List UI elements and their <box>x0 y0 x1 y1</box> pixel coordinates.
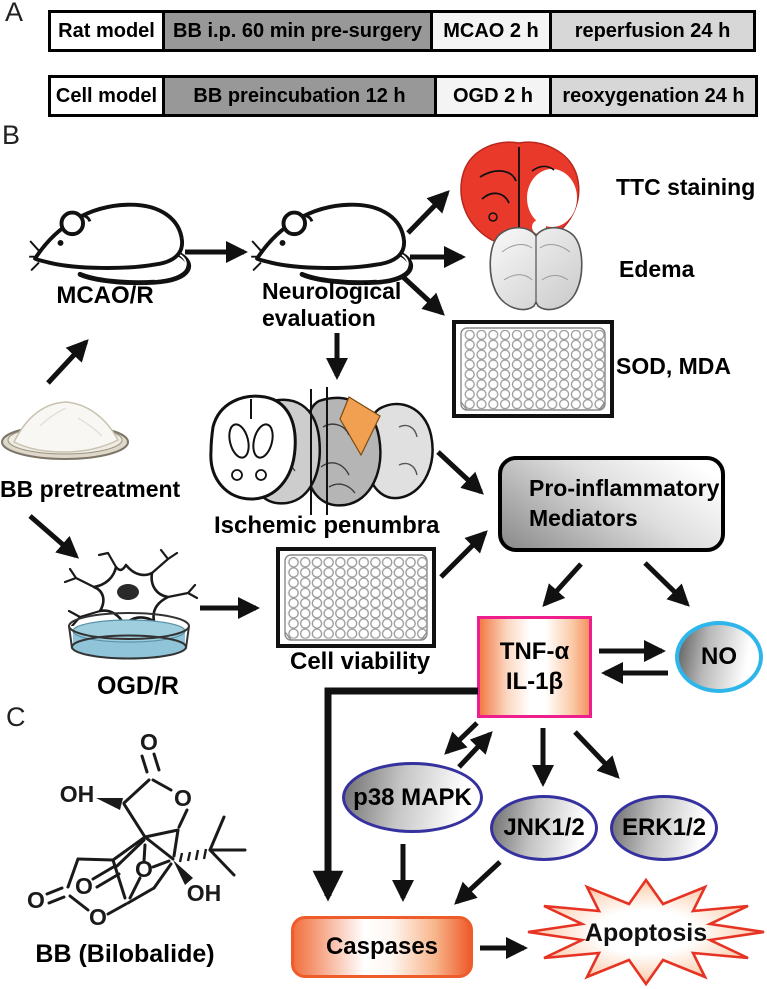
p38-label: p38 MAPK <box>353 783 472 811</box>
arrow-tnf-to-erk <box>573 730 620 779</box>
arrow-penumbra-to-pro <box>436 450 484 495</box>
ogdr-label: OGD/R <box>97 672 179 700</box>
mediators-label: Mediators <box>529 505 638 531</box>
atom-oh: OH <box>60 781 95 807</box>
arrow-jnk-to-caspases <box>454 860 502 905</box>
jnk-oval: JNK1/2 <box>490 795 598 861</box>
panel-c-label: C <box>6 702 26 732</box>
rat-icon <box>250 192 414 290</box>
cell-viability-label: Cell viability <box>290 648 431 675</box>
mcaor-label: MCAO/R <box>56 282 154 309</box>
edema-brain-icon <box>489 226 583 311</box>
brain-sections-icon <box>209 387 434 515</box>
timeline-cell: reoxygenation 24 h <box>549 75 758 117</box>
tnf-il1b-box: TNF-α IL-1β <box>477 616 592 718</box>
panel-a-label: A <box>5 0 24 27</box>
timeline-cell: BB preincubation 12 h <box>162 75 437 117</box>
atom-o: O <box>174 785 192 811</box>
arrow-p38-to-tnf <box>457 731 493 769</box>
rat-model-timeline: Rat model BB i.p. 60 min pre-surgery MCA… <box>48 10 756 52</box>
neurological-evaluation-label: evaluation <box>262 305 376 331</box>
cell-model-timeline: Cell model BB preincubation 12 h OGD 2 h… <box>48 75 758 117</box>
arrow-pro-to-tnf <box>542 562 583 607</box>
atom-oh: OH <box>187 880 222 906</box>
neuron-petri-icon <box>63 548 199 660</box>
panel-b-label: B <box>2 120 21 150</box>
edema-label: Edema <box>619 256 695 282</box>
atom-o: O <box>135 856 153 882</box>
p38-mapk-oval: p38 MAPK <box>342 762 483 833</box>
arrow-tnf-to-p38 <box>444 721 479 755</box>
arrow-plate-to-pro <box>439 530 488 579</box>
atom-o: O <box>89 904 107 930</box>
timeline-cell: Rat model <box>48 10 165 52</box>
jnk-label: JNK1/2 <box>503 814 585 841</box>
apoptosis-label: Apoptosis <box>585 919 707 947</box>
caspases-label: Caspases <box>325 933 439 960</box>
erk-label: ERK1/2 <box>621 814 707 841</box>
atom-o: O <box>75 873 93 899</box>
atom-o: O <box>140 729 158 755</box>
no-oval: NO <box>675 621 763 693</box>
tnf-label: TNF-α <box>499 638 570 665</box>
atom-o: O <box>27 887 45 913</box>
powder-dish-icon <box>1 401 129 460</box>
bb-bilobalide-caption: BB (Bilobalide) <box>35 940 215 968</box>
timeline-cell: OGD 2 h <box>434 75 552 117</box>
pro-inflammatory-label: Pro-inflammatory <box>529 475 720 501</box>
ischemic-penumbra-label: Ischemic penumbra <box>214 512 440 539</box>
neurological-evaluation-label: Neurological <box>262 278 402 304</box>
timeline-cell: MCAO 2 h <box>430 10 552 52</box>
bilobalide-structure: O O O O O O OH OH <box>27 729 247 930</box>
caspases-box: Caspases <box>291 916 473 978</box>
timeline-cell: reperfusion 24 h <box>549 10 756 52</box>
rat-icon <box>28 192 192 290</box>
erk-oval: ERK1/2 <box>610 795 718 861</box>
apoptosis-star: Apoptosis <box>527 878 765 987</box>
il1b-label: IL-1β <box>505 668 564 695</box>
timeline-cell: BB i.p. 60 min pre-surgery <box>162 10 433 52</box>
pro-inflammatory-mediators-box: Pro-inflammatory Mediators <box>498 456 725 552</box>
timeline-cell: Cell model <box>48 75 165 117</box>
ttc-staining-label: TTC staining <box>616 174 756 200</box>
sod-well-plate-icon <box>452 320 614 418</box>
cell-viability-plate-icon <box>276 547 436 648</box>
arrow-pro-to-no <box>643 561 690 607</box>
sod-mda-label: SOD, MDA <box>616 353 731 379</box>
no-label: NO <box>701 643 737 670</box>
bb-pretreatment-label: BB pretreatment <box>0 476 181 502</box>
arrow-bb-to-mcaor <box>46 339 89 385</box>
